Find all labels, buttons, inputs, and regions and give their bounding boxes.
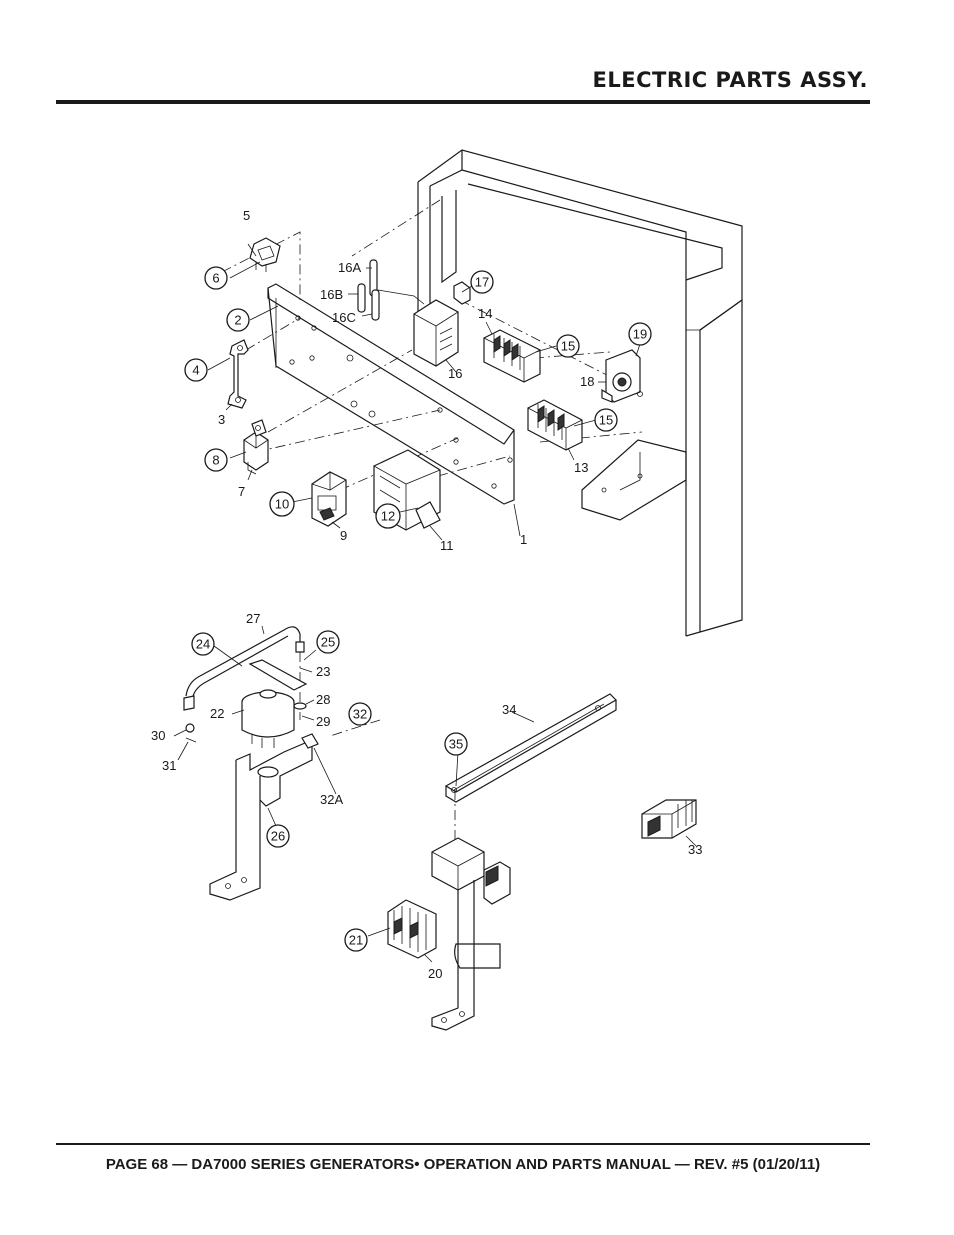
- callout-circle-21: [344, 928, 368, 952]
- control-box-frame: [417, 149, 743, 637]
- callout-32: 32: [353, 707, 367, 722]
- callout-21: 21: [349, 933, 363, 948]
- page-footer: PAGE 68 — DA7000 SERIES GENERATORS• OPER…: [105, 1156, 821, 1173]
- receptacle-part-9: [311, 471, 347, 527]
- callout-35: 35: [449, 737, 463, 752]
- callout-2: 2: [234, 313, 241, 328]
- footer-rule: [56, 1143, 870, 1145]
- callout-circle-25: [316, 630, 340, 654]
- callout-34: 34: [502, 702, 516, 717]
- callout-16: 16: [448, 366, 462, 381]
- callout-circle-4: [184, 358, 208, 382]
- callout-32a: 32A: [320, 792, 343, 807]
- callout-17: 17: [475, 275, 489, 290]
- callout-circle-12: [375, 503, 401, 529]
- callout-23: 23: [316, 664, 330, 679]
- component-part-16: [357, 259, 471, 367]
- callout-11: 11: [440, 538, 454, 553]
- callout-29: 29: [316, 714, 330, 729]
- callout-circle-6: [204, 266, 228, 290]
- callout-circle-2: [226, 308, 250, 332]
- callout-20: 20: [428, 966, 442, 981]
- callout-7: 7: [238, 484, 245, 499]
- callout-18: 18: [580, 374, 594, 389]
- leader-lines: [173, 243, 697, 963]
- header-rule: [56, 100, 870, 104]
- callout-circle-24: [191, 632, 215, 656]
- callout-30: 30: [151, 728, 165, 743]
- callout-circle-15a: [556, 334, 580, 358]
- callout-24: 24: [196, 637, 210, 652]
- callout-33: 33: [688, 842, 702, 857]
- callout-circle-17: [470, 270, 494, 294]
- callout-13: 13: [574, 460, 588, 475]
- component-part-18: [601, 349, 643, 403]
- bracket-part-3-4: [227, 339, 249, 409]
- callout-circle-8: [204, 448, 228, 472]
- callout-6: 6: [212, 271, 219, 286]
- callout-1: 1: [520, 532, 527, 547]
- callout-26: 26: [271, 829, 285, 844]
- callout-circle-19: [628, 322, 652, 346]
- lower-left-assembly: [183, 626, 319, 901]
- callout-circle-26: [266, 824, 290, 848]
- callout-8: 8: [212, 453, 219, 468]
- component-part-33: [641, 799, 697, 839]
- control-panel-plate: [267, 283, 515, 505]
- callout-circle-15b: [594, 408, 618, 432]
- lower-middle-assembly: [387, 693, 617, 1031]
- callout-5: 5: [243, 208, 250, 223]
- callout-circle-35: [444, 732, 468, 756]
- callout-27: 27: [246, 611, 260, 626]
- page-title: ELECTRIC PARTS ASSY.: [592, 68, 868, 92]
- terminal-block-part-14: [483, 329, 541, 383]
- callout-16b: 16B: [320, 287, 343, 302]
- callout-labels: 5 6 2 4 3 8 7 10 9 12 11 1 16 16A 16B 16…: [151, 208, 702, 981]
- callout-12: 12: [381, 509, 395, 524]
- callout-31: 31: [162, 758, 176, 773]
- callout-15a: 15: [561, 339, 575, 354]
- assembly-guide-lines: [221, 199, 643, 850]
- callout-19: 19: [633, 327, 647, 342]
- callout-4: 4: [192, 363, 199, 378]
- callout-25: 25: [321, 635, 335, 650]
- callout-circle-32: [348, 702, 372, 726]
- terminal-block-part-13: [527, 399, 583, 451]
- callout-28: 28: [316, 692, 330, 707]
- callout-10: 10: [275, 497, 289, 512]
- callout-circle-10: [269, 491, 295, 517]
- callout-22: 22: [210, 706, 224, 721]
- component-part-7-8: [243, 419, 269, 475]
- callout-14: 14: [478, 306, 492, 321]
- callout-16a: 16A: [338, 260, 361, 275]
- switch-part-5: [249, 237, 281, 272]
- callout-16c: 16C: [332, 310, 356, 325]
- callout-9: 9: [340, 528, 347, 543]
- callout-3: 3: [218, 412, 225, 427]
- callout-15b: 15: [599, 413, 613, 428]
